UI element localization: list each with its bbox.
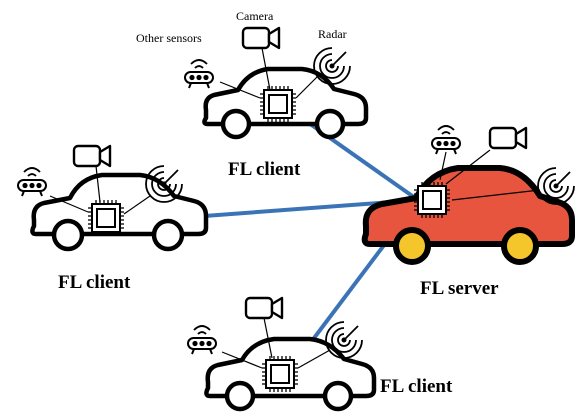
camera-icon <box>488 126 528 150</box>
sensor-wires <box>221 317 331 369</box>
radar-icon <box>313 47 351 85</box>
other-sensors-label: Other sensors <box>136 31 202 45</box>
server-vehicle <box>361 165 575 265</box>
link-client-top-to-server <box>294 112 420 202</box>
wheel-icon <box>220 108 252 140</box>
chip-icon <box>87 199 125 237</box>
wheel-icon <box>501 227 539 265</box>
chip-icon <box>259 85 297 123</box>
radar-icon <box>325 321 363 359</box>
camera-label: Camera <box>236 9 274 23</box>
wheel-icon <box>322 380 354 412</box>
client-bottom-label: FL client <box>380 376 453 397</box>
wheel-icon <box>314 108 346 140</box>
wheel-icon <box>151 218 185 252</box>
lidar-icon <box>187 325 217 355</box>
client-top-label: FL client <box>228 159 301 180</box>
sensor-wires <box>219 47 319 99</box>
sensor-wires <box>439 149 541 201</box>
wheel-icon <box>224 380 256 412</box>
server-label: FL server <box>420 278 499 299</box>
client-left-label: FL client <box>58 272 131 293</box>
radar-label: Radar <box>318 27 347 41</box>
sensor-wires <box>49 165 151 215</box>
wheel-icon <box>51 218 85 252</box>
chip-icon <box>261 355 299 393</box>
lidar-icon <box>184 59 214 89</box>
lidar-icon <box>431 125 461 155</box>
lidar-icon <box>17 167 47 197</box>
camera-icon <box>244 296 284 320</box>
camera-icon <box>241 26 281 50</box>
camera-icon <box>72 144 112 168</box>
radar-icon <box>145 165 183 203</box>
radar-icon <box>537 167 575 205</box>
wheel-icon <box>393 227 431 265</box>
chip-icon <box>413 181 451 219</box>
car-body <box>361 165 575 247</box>
